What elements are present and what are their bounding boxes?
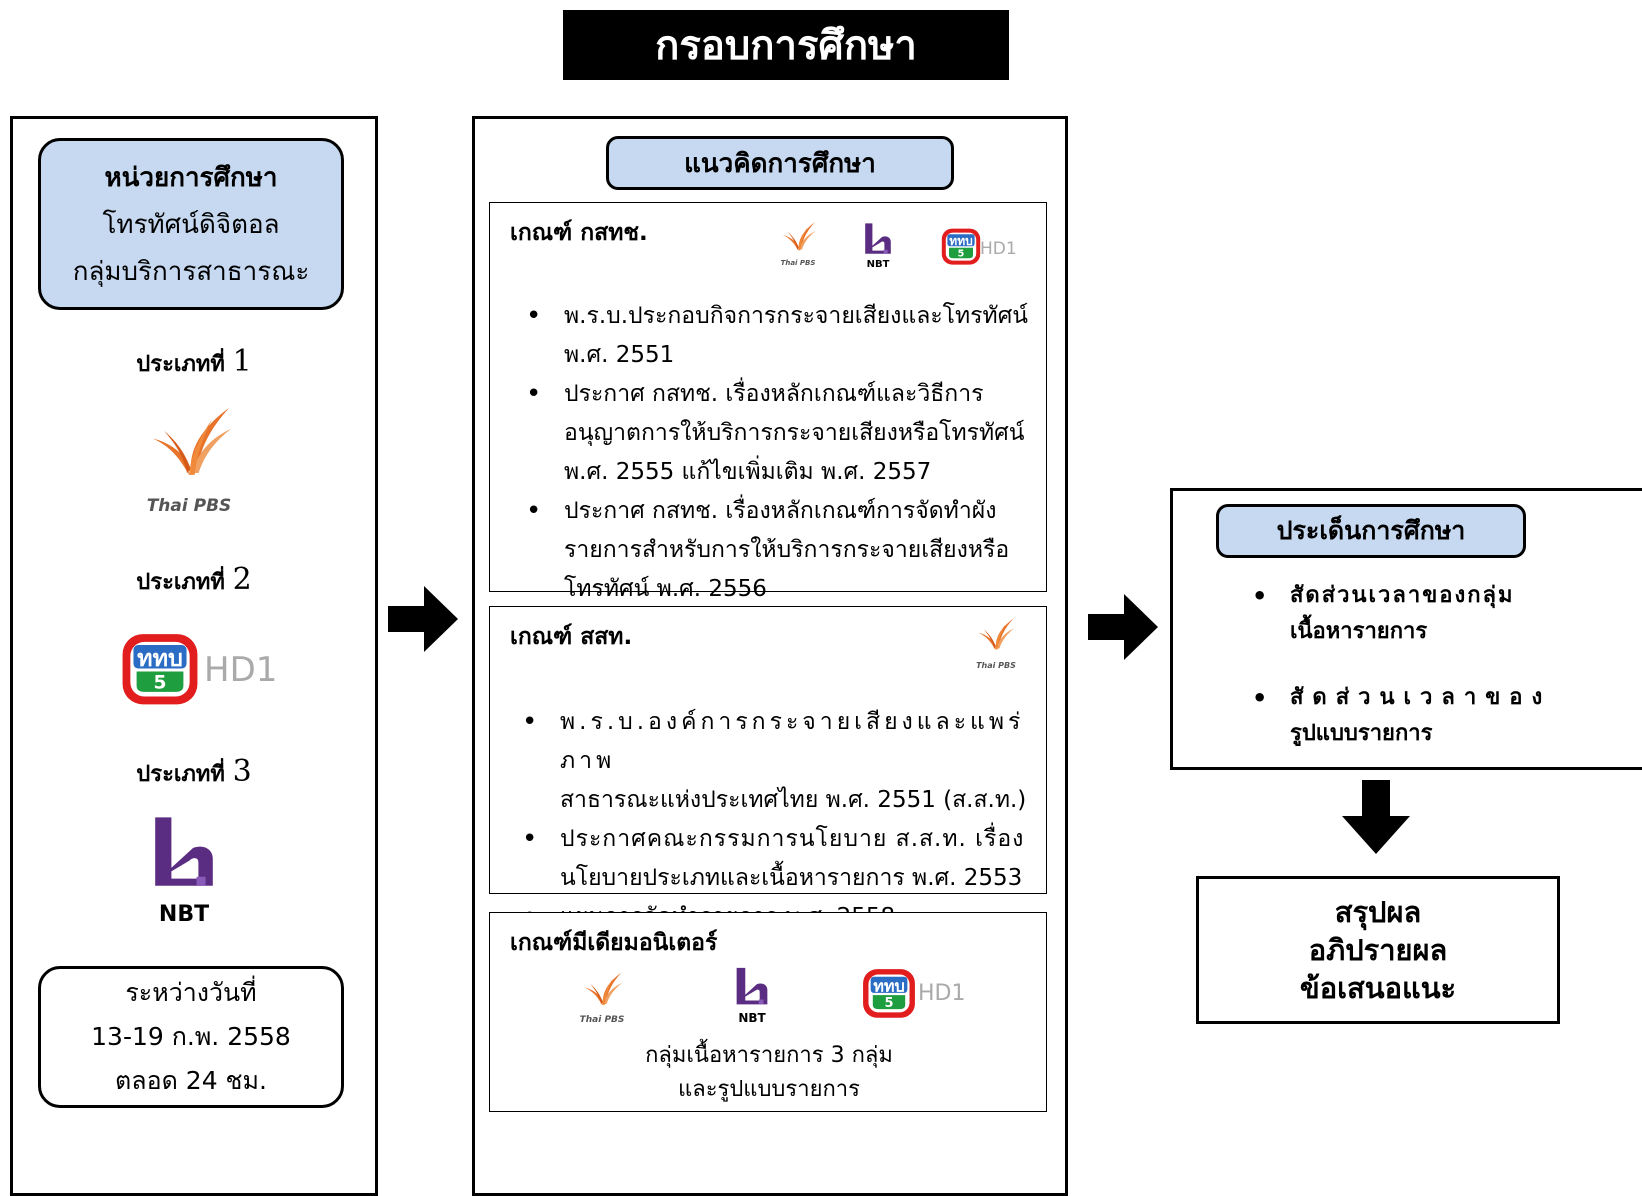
study-issue-2-line2: รูปแบบรายการ (1290, 721, 1433, 746)
bullet-icon: • (1252, 684, 1268, 712)
list-item: พ.ร.บ.องค์การกระจายเสียงและแพร่ภาพ สาธาร… (522, 703, 1040, 820)
tpbs-criteria-title: เกณฑ์ สสท. (510, 624, 633, 650)
list-item-line: ประกาศคณะกรรมการนโยบาย ส.ส.ท. เรื่อง (560, 826, 1025, 852)
type-2-number: 2 (232, 562, 252, 597)
list-item-line: โทรทัศน์ พ.ศ. 2556 (564, 576, 767, 602)
study-issue-2-line1: สัดส่วนเวลาของ (1290, 685, 1552, 710)
arrow-down-icon (1342, 780, 1410, 854)
nbtc-logos: Thai PBS NBT HD1 (776, 219, 1036, 275)
type-1-number: 1 (232, 344, 252, 379)
study-unit-line2: กลุ่มบริการสาธารณะ (72, 256, 310, 287)
study-period-box: ระหว่างวันที่ 13-19 ก.พ. 2558 ตลอด 24 ชม… (38, 966, 344, 1108)
study-issues-heading-box: ประเด็นการศึกษา (1216, 504, 1526, 558)
hd1-logo-large: HD1 (120, 630, 310, 710)
conclusion-box: สรุปผล อภิปรายผล ข้อเสนอแนะ (1196, 876, 1560, 1024)
arrow-right-icon (388, 586, 458, 652)
media-monitor-criteria-title: เกณฑ์มีเดียมอนิเตอร์ (510, 930, 718, 956)
media-monitor-logos: Thai PBS NBT HD1 (566, 965, 1006, 1035)
nbtc-criteria-list: พ.ร.บ.ประกอบกิจการกระจายเสียงและโทรทัศน์… (504, 297, 1044, 609)
study-concept-heading-box: แนวคิดการศึกษา (606, 136, 954, 190)
list-item: ประกาศ กสทช. เรื่องหลักเกณฑ์และวิธีการ อ… (526, 375, 1044, 492)
period-line3: ตลอด 24 ชม. (115, 1066, 267, 1095)
list-item-line: พ.ร.บ.องค์การกระจายเสียงและแพร่ภาพ (560, 709, 1025, 774)
conclusion-line3: ข้อเสนอแนะ (1299, 971, 1457, 1005)
type-1-label: ประเภทที่ 1 (10, 344, 378, 381)
bullet-icon: • (1252, 582, 1268, 610)
nbtc-criteria-box: เกณฑ์ กสทช. Thai PBS NBT HD1 พ.ร.บ.ประกอ… (489, 202, 1047, 602)
type-3-text: ประเภทที่ (136, 762, 225, 787)
study-issues-heading: ประเด็นการศึกษา (1276, 516, 1466, 545)
list-item-line: ประกาศ กสทช. เรื่องหลักเกณฑ์การจัดทำผัง (564, 498, 997, 524)
type-2-text: ประเภทที่ (136, 570, 225, 595)
nbtc-criteria-title: เกณฑ์ กสทช. (510, 220, 648, 246)
list-item-line: ประกาศ กสทช. เรื่องหลักเกณฑ์และวิธีการ (564, 381, 984, 407)
mcot-tv-icon (120, 631, 200, 709)
thai-pbs-logo-text: Thai PBS (579, 1015, 625, 1025)
study-unit-box: หน่วยการศึกษา โทรทัศน์ดิจิตอล กลุ่มบริกา… (38, 138, 344, 310)
study-issue-1: • สัดส่วนเวลาของกลุ่ม เนื้อหารายการ (1252, 578, 1572, 650)
list-item-line: นโยบายประเภทและเนื้อหารายการ พ.ศ. 2553 (560, 865, 1023, 891)
nbt-logo-text: NBT (866, 259, 890, 270)
conclusion-line1: สรุปผล (1334, 895, 1422, 929)
thai-pbs-icon (576, 969, 628, 1015)
page-title: กรอบการศึกษา (563, 10, 1009, 80)
study-unit-heading: หน่วยการศึกษา (104, 162, 278, 193)
thai-pbs-logo-large: Thai PBS (134, 400, 244, 518)
type-3-label: ประเภทที่ 3 (10, 754, 378, 791)
media-monitor-line2: และรูปแบบรายการ (678, 1077, 860, 1102)
thai-pbs-icon (970, 615, 1020, 659)
mcot-tv-icon (860, 967, 918, 1021)
study-issue-1-line1: สัดส่วนเวลาของกลุ่ม (1290, 583, 1515, 608)
period-line1: ระหว่างวันที่ (125, 978, 257, 1007)
tpbs-criteria-box: เกณฑ์ สสท. Thai PBS พ.ร.บ.องค์การกระจายเ… (489, 606, 1047, 937)
hd1-logo-text: HD1 (918, 981, 966, 1006)
period-line2: 13-19 ก.พ. 2558 (91, 1022, 291, 1051)
mcot-tv-icon (940, 227, 982, 267)
nbt-icon (726, 965, 778, 1013)
media-monitor-line1: กลุ่มเนื้อหารายการ 3 กลุ่ม (645, 1043, 893, 1068)
conclusion-line2: อภิปรายผล (1308, 933, 1448, 967)
study-issue-2: • สัดส่วนเวลาของ รูปแบบรายการ (1252, 680, 1572, 752)
type-1-text: ประเภทที่ (136, 352, 225, 377)
type-2-label: ประเภทที่ 2 (10, 562, 378, 599)
tpbs-criteria-list: พ.ร.บ.องค์การกระจายเสียงและแพร่ภาพ สาธาร… (500, 703, 1040, 937)
thai-pbs-logo-text: Thai PBS (976, 661, 1016, 670)
thai-pbs-logo-text: Thai PBS (780, 259, 816, 267)
nbt-logo-text: NBT (738, 1011, 766, 1025)
study-unit-line1: โทรทัศน์ดิจิตอล (102, 209, 280, 240)
list-item-line: อนุญาตการให้บริการกระจายเสียงหรือโทรทัศน… (564, 420, 1025, 446)
study-concept-heading: แนวคิดการศึกษา (684, 148, 876, 179)
nbt-icon (858, 221, 898, 261)
tpbs-logo: Thai PBS (970, 615, 1022, 675)
hd1-logo-text: HD1 (980, 239, 1017, 259)
arrow-right-icon (1088, 594, 1158, 660)
list-item: ประกาศ กสทช. เรื่องหลักเกณฑ์การจัดทำผัง … (526, 492, 1044, 609)
thai-pbs-logo-text: Thai PBS (146, 496, 232, 516)
hd1-logo-text: HD1 (204, 650, 278, 690)
nbt-icon (134, 812, 234, 902)
nbt-logo-large: NBT (134, 812, 234, 932)
thai-pbs-icon (776, 219, 820, 259)
list-item-line: พ.ศ. 2555 แก้ไขเพิ่มเติม พ.ศ. 2557 (564, 459, 932, 485)
list-item-line: พ.ร.บ.ประกอบกิจการกระจายเสียงและโทรทัศน์ (564, 303, 1029, 329)
list-item-line: รายการสำหรับการให้บริการกระจายเสียงหรือ (564, 537, 1010, 563)
list-item-line: สาธารณะแห่งประเทศไทย พ.ศ. 2551 (ส.ส.ท.) (560, 787, 1027, 813)
list-item: ประกาศคณะกรรมการนโยบาย ส.ส.ท. เรื่อง นโย… (522, 820, 1040, 898)
nbt-logo-text: NBT (158, 902, 210, 927)
media-monitor-criteria-box: เกณฑ์มีเดียมอนิเตอร์ Thai PBS NBT HD1 กล… (489, 912, 1047, 1112)
list-item: พ.ร.บ.ประกอบกิจการกระจายเสียงและโทรทัศน์… (526, 297, 1044, 375)
thai-pbs-icon (134, 400, 244, 496)
list-item-line: พ.ศ. 2551 (564, 342, 675, 368)
study-issue-1-line2: เนื้อหารายการ (1290, 619, 1428, 644)
type-3-number: 3 (232, 754, 252, 789)
